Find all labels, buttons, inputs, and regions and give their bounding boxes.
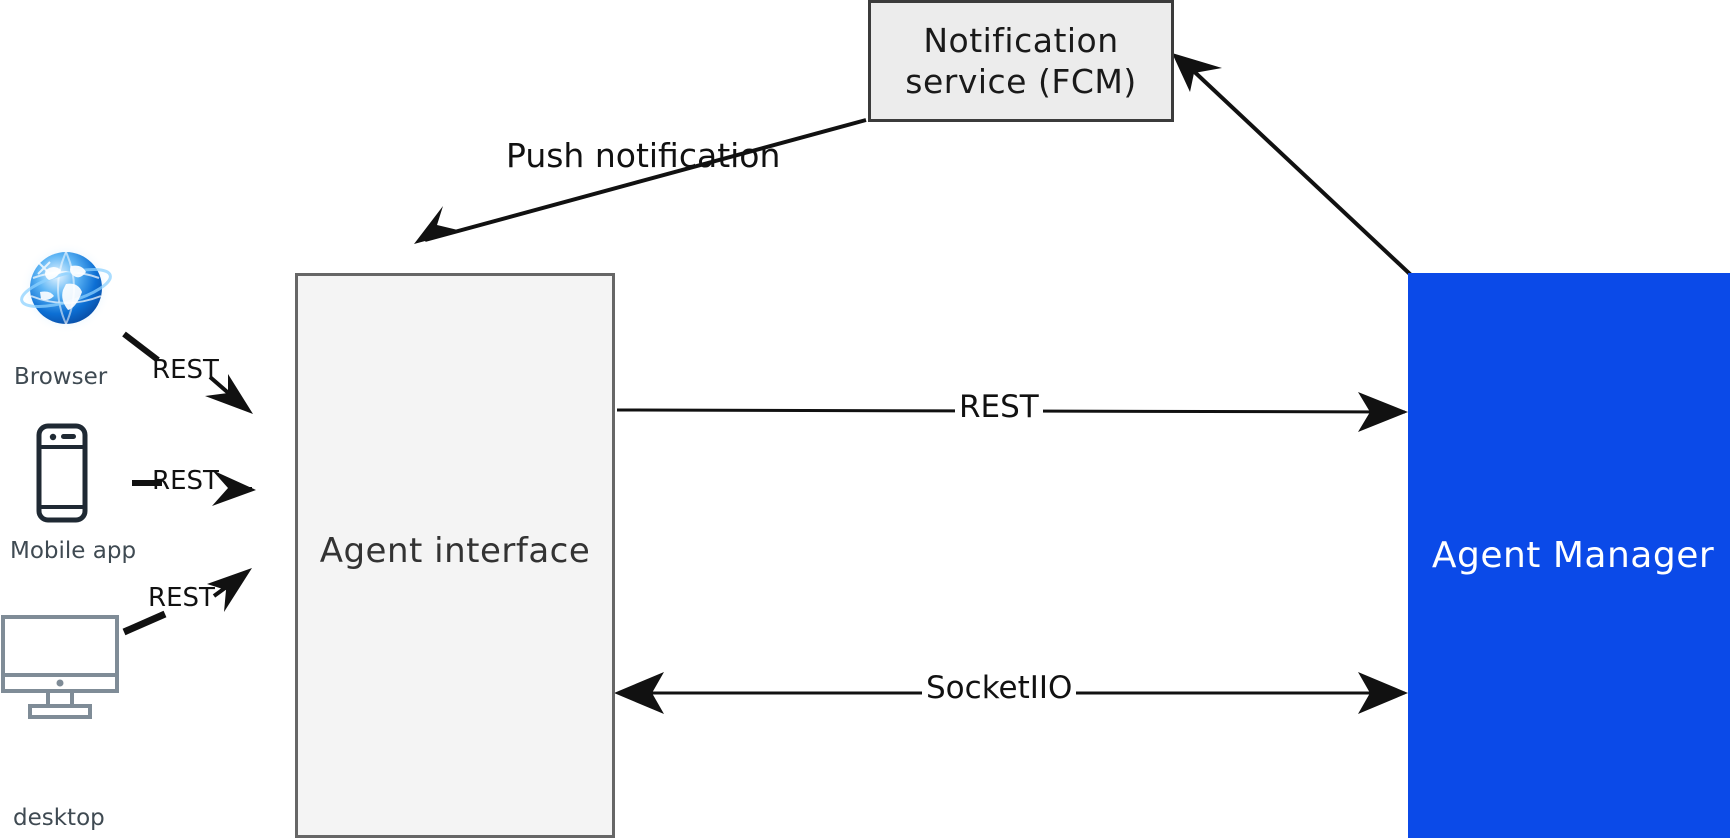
edge-label-push-notification: Push notification (506, 136, 781, 175)
desktop-icon (1, 615, 119, 719)
edge-browser-rest (122, 331, 253, 414)
node-agent-interface[interactable]: Agent interface (295, 273, 615, 838)
client-caption-desktop: desktop (13, 805, 105, 831)
edge-desktop-rest (122, 568, 252, 636)
node-notification-service-label: Notification service (FCM) (905, 20, 1137, 101)
node-agent-manager-label: Agent Manager (1431, 535, 1715, 576)
edge-label-socketio: SocketIIO (922, 670, 1077, 706)
edge-label-mobile-rest: REST (152, 466, 219, 496)
client-caption-browser: Browser (14, 364, 108, 390)
mobile-icon (36, 423, 88, 523)
node-agent-manager[interactable]: Agent Manager (1408, 273, 1730, 838)
edge-label-desktop-rest: REST (148, 583, 215, 613)
node-notification-service[interactable]: Notification service (FCM) (868, 0, 1174, 122)
globe-icon (20, 242, 112, 334)
node-agent-interface-label: Agent interface (319, 531, 591, 572)
edge-label-browser-rest: REST (152, 355, 219, 385)
edge-push-notification (414, 118, 867, 244)
edge-mobile-rest (132, 470, 256, 506)
client-caption-mobile: Mobile app (10, 538, 137, 564)
edge-manager-to-notification (1172, 53, 1414, 278)
edge-label-rest-api: REST (955, 389, 1043, 425)
